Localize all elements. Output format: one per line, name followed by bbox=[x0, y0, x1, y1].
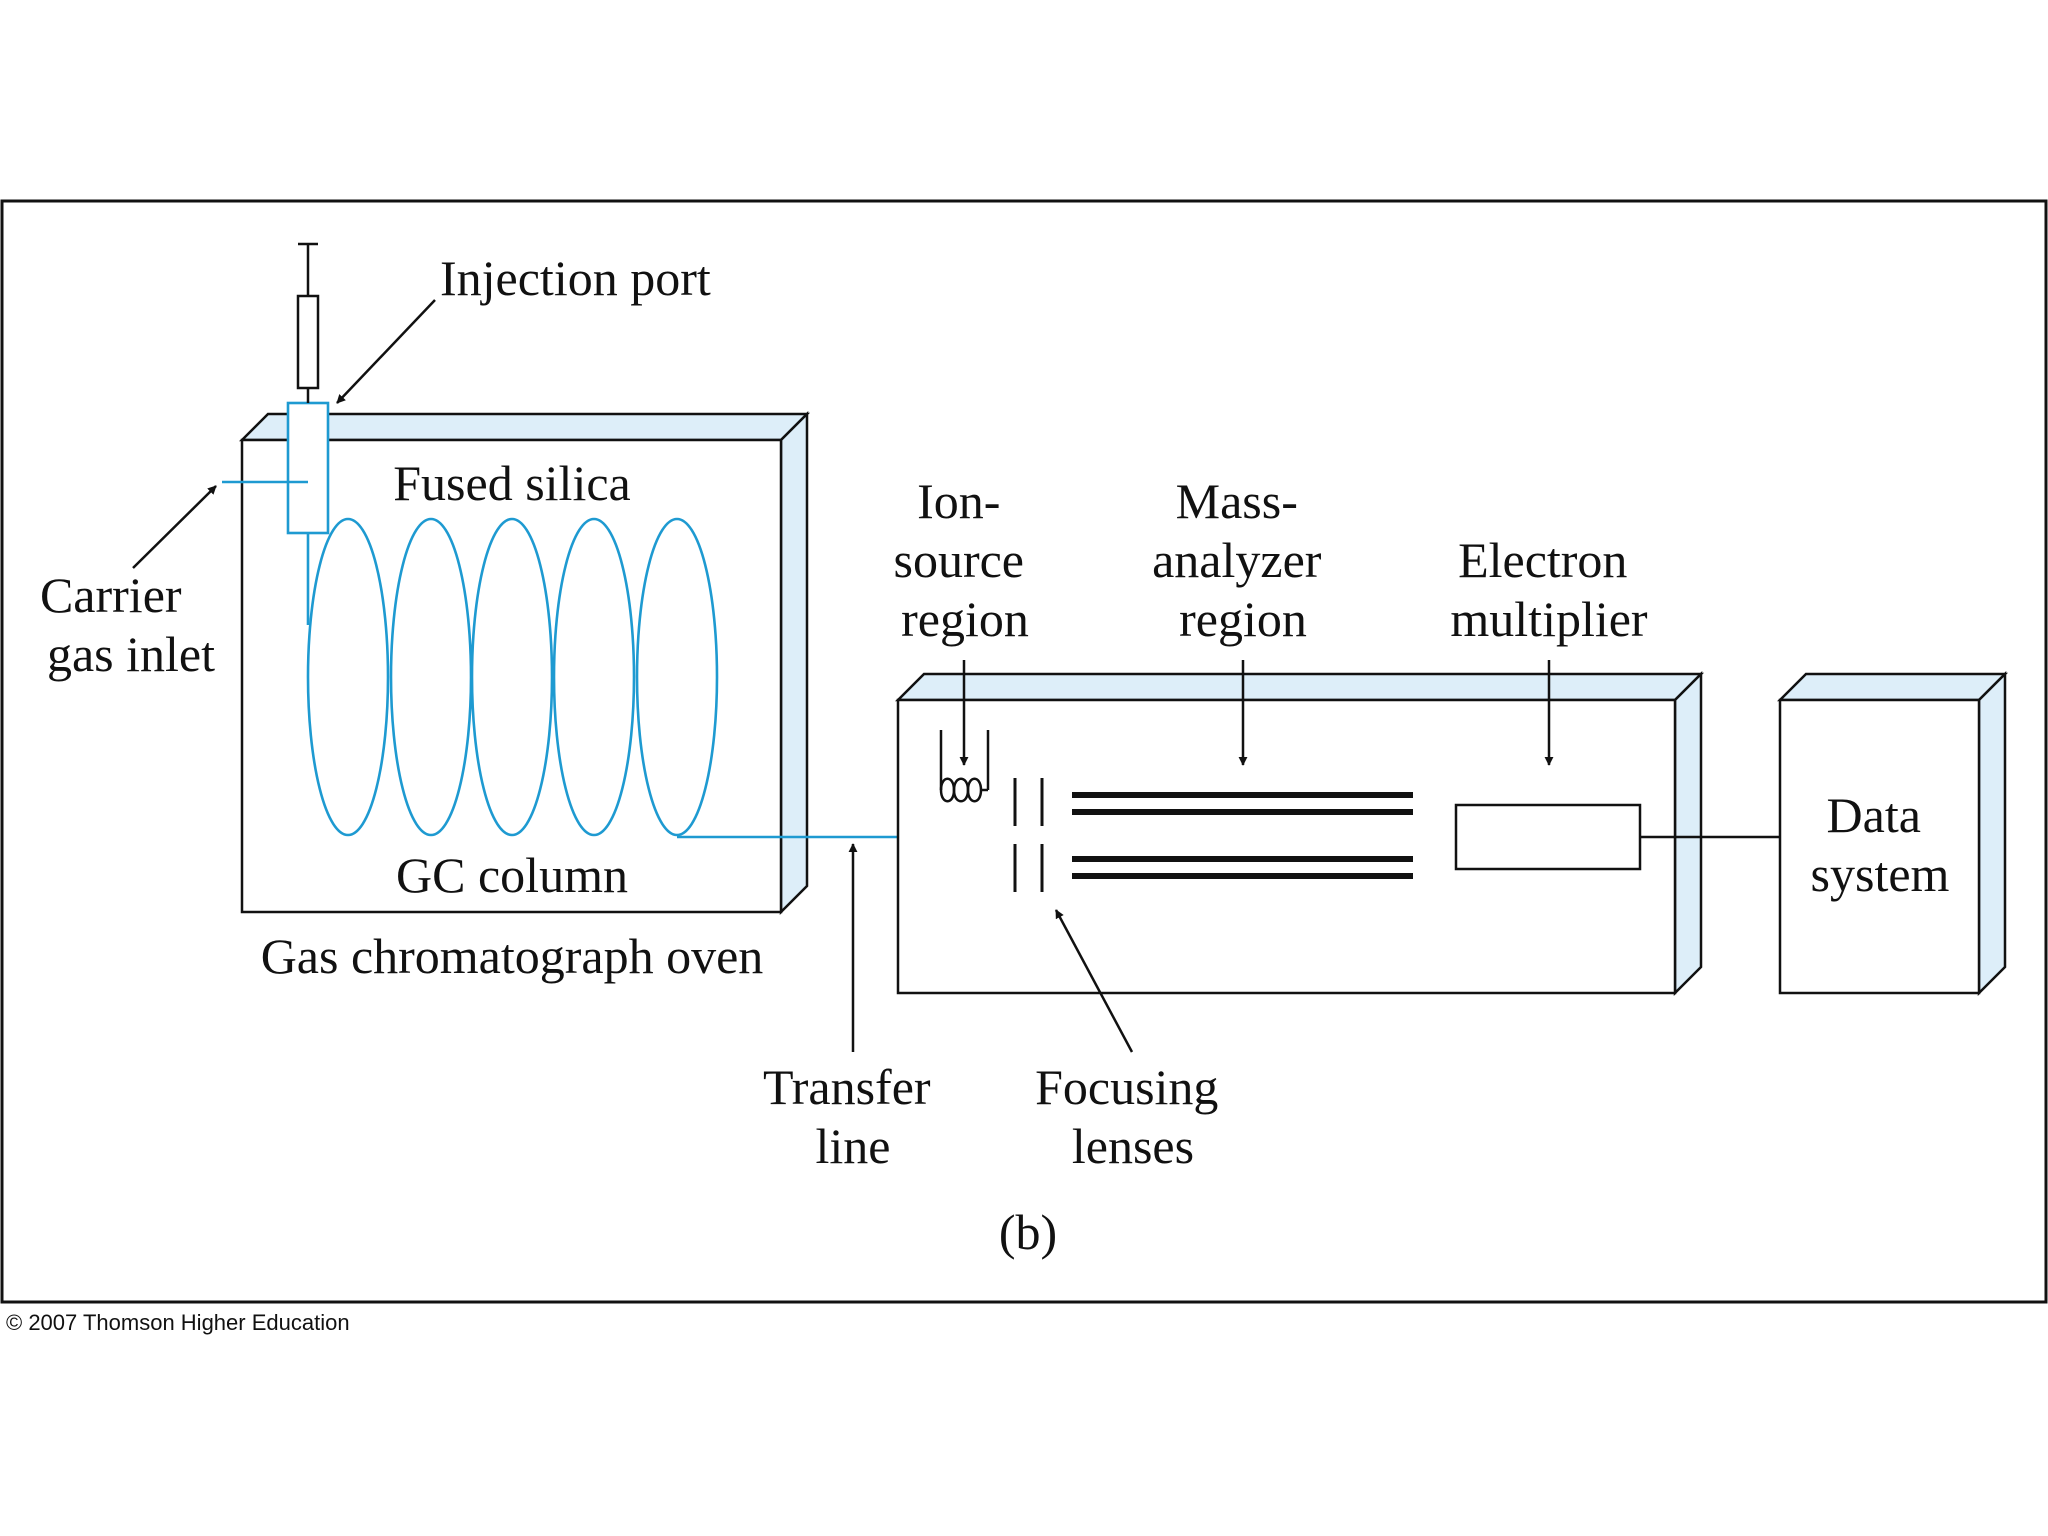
label-electron-multiplier: Electron multiplier bbox=[1450, 532, 1648, 647]
label-focusing-lenses: Focusing lenses bbox=[1035, 1059, 1231, 1174]
label-data-system: Data system bbox=[1811, 787, 1950, 902]
label-carrier-gas-inlet: Carrier gas inlet bbox=[40, 567, 215, 682]
label-transfer-line: Transfer line bbox=[763, 1059, 943, 1174]
label-ion-source-region: Ion- source region bbox=[894, 473, 1037, 647]
ion-source-filament-icon bbox=[939, 730, 990, 803]
label-gc-column: GC column bbox=[396, 847, 628, 903]
mass-analyzer-rods bbox=[1072, 792, 1413, 879]
injection-port bbox=[286, 401, 330, 535]
arrow-focusing-lenses bbox=[1054, 909, 1134, 1053]
electron-multiplier bbox=[1454, 803, 1642, 871]
arrow-injection-port bbox=[336, 299, 436, 404]
callout-arrows bbox=[132, 299, 1554, 1053]
data-system-box bbox=[1776, 670, 2009, 997]
label-gc-oven: Gas chromatograph oven bbox=[261, 928, 764, 984]
gc-column-coil bbox=[306, 517, 719, 837]
copyright-text: © 2007 Thomson Higher Education bbox=[6, 1310, 350, 1335]
label-fused-silica: Fused silica bbox=[393, 455, 630, 511]
label-panel-b: (b) bbox=[999, 1204, 1057, 1260]
label-mass-analyzer-region: Mass- analyzer region bbox=[1152, 473, 1334, 647]
syringe-icon bbox=[296, 242, 320, 403]
label-injection-port: Injection port bbox=[440, 250, 711, 306]
diagram-frame bbox=[0, 199, 2048, 1304]
focusing-lenses-icon bbox=[1013, 778, 1044, 892]
arrow-carrier-gas bbox=[132, 485, 217, 569]
